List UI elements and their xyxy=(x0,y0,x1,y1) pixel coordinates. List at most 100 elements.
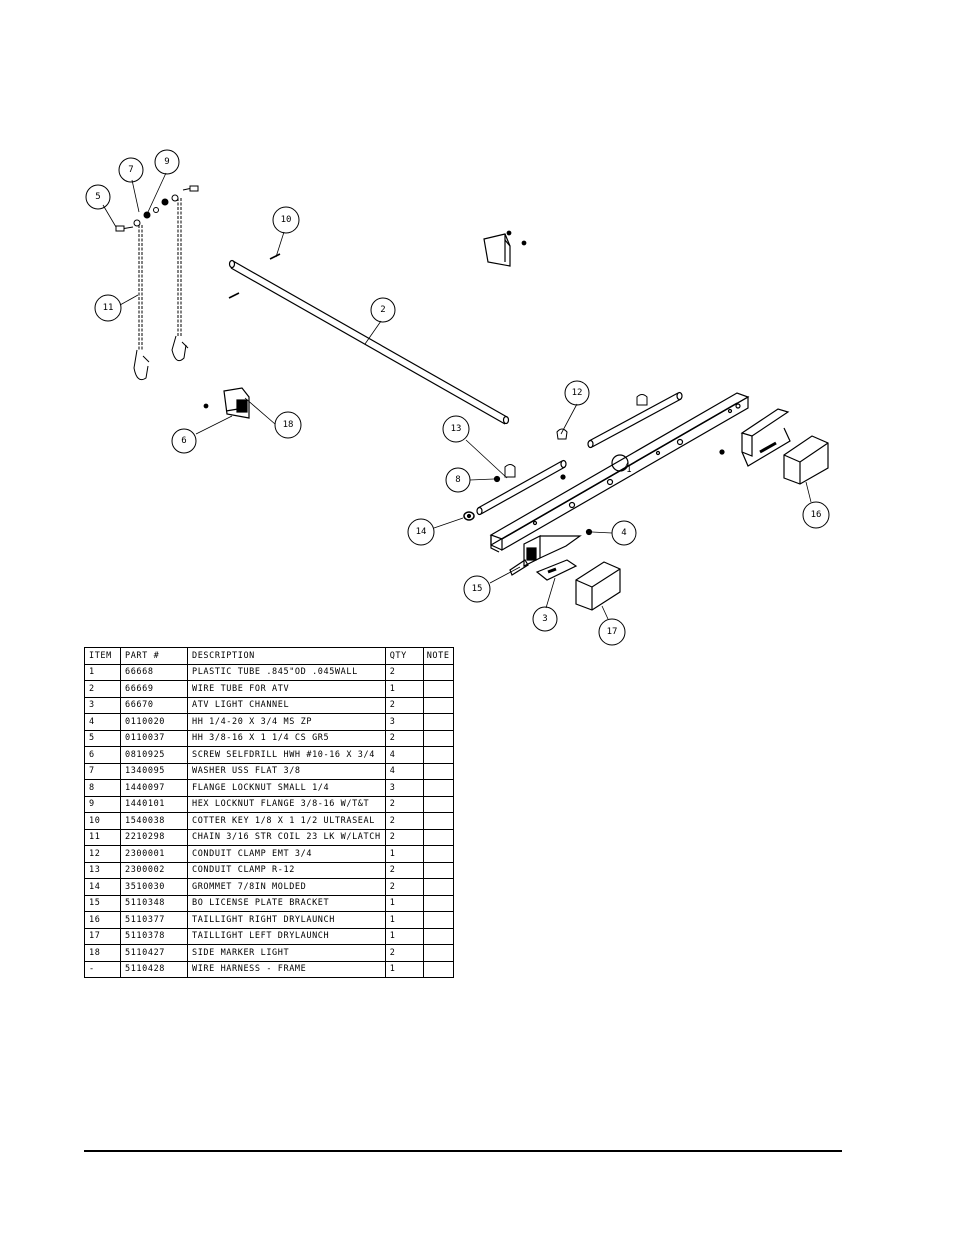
part-number-cell: 1340095 xyxy=(120,762,188,780)
part-number-cell: 5110348 xyxy=(120,894,188,912)
callout-balloons xyxy=(85,149,830,646)
part-number-cell: 66670 xyxy=(120,696,188,714)
description-cell: CONDUIT CLAMP EMT 3/4 xyxy=(187,845,386,863)
item-cell: 7 xyxy=(84,762,121,780)
side-marker-light-lower xyxy=(203,387,250,419)
balloon-7: 7 xyxy=(128,165,133,175)
qty-cell: 1 xyxy=(384,927,424,945)
item-cell: 6 xyxy=(84,746,121,764)
part-number-cell: 1440097 xyxy=(120,779,188,797)
item-cell: 8 xyxy=(84,779,121,797)
header-item: ITEM xyxy=(84,647,121,665)
qty-cell: 2 xyxy=(384,878,424,896)
qty-cell: 4 xyxy=(384,762,424,780)
part-number-cell: 3510030 xyxy=(120,878,188,896)
qty-cell: 2 xyxy=(384,663,424,681)
locknut xyxy=(493,475,501,483)
taillight-right xyxy=(783,435,829,485)
part-number-cell: 0110020 xyxy=(120,713,188,731)
qty-cell: 3 xyxy=(384,713,424,731)
plastic-tube-rear xyxy=(587,391,683,449)
qty-cell: 1 xyxy=(384,845,424,863)
balloon-3: 3 xyxy=(542,614,547,624)
description-cell: CONDUIT CLAMP R-12 xyxy=(187,861,386,879)
note-cell xyxy=(422,861,454,879)
item-cell: 17 xyxy=(84,927,121,945)
balloon-17: 17 xyxy=(607,627,618,637)
item-cell: 14 xyxy=(84,878,121,896)
qty-cell: 2 xyxy=(384,696,424,714)
part-number-cell: 1540038 xyxy=(120,812,188,830)
chain-left xyxy=(133,225,150,381)
note-cell xyxy=(422,911,454,929)
description-cell: BO LICENSE PLATE BRACKET xyxy=(187,894,386,912)
plastic-tube-front xyxy=(476,459,567,516)
qty-cell: 2 xyxy=(384,828,424,846)
balloon-8: 8 xyxy=(455,475,460,485)
note-cell xyxy=(422,960,454,978)
balloon-12: 12 xyxy=(572,388,583,398)
item-cell: 12 xyxy=(84,845,121,863)
qty-cell: 1 xyxy=(384,911,424,929)
balloon-5: 5 xyxy=(95,192,100,202)
balloon-15: 15 xyxy=(472,584,483,594)
note-cell xyxy=(422,762,454,780)
conduit-clamp-13 xyxy=(504,464,516,478)
qty-cell: 2 xyxy=(384,729,424,747)
item-cell: 3 xyxy=(84,696,121,714)
taillight-left xyxy=(575,561,621,611)
description-cell: PLASTIC TUBE .845"OD .045WALL xyxy=(187,663,386,681)
item-cell: 9 xyxy=(84,795,121,813)
balloon-labels: 1 2 3 4 5 6 7 8 9 10 11 12 13 14 15 16 1… xyxy=(95,157,821,637)
balloon-1: 1 xyxy=(626,465,631,475)
qty-cell: 1 xyxy=(384,894,424,912)
note-cell xyxy=(422,878,454,896)
note-cell xyxy=(422,779,454,797)
item-cell: 10 xyxy=(84,812,121,830)
note-cell xyxy=(422,944,454,962)
description-cell: ATV LIGHT CHANNEL xyxy=(187,696,386,714)
part-number-cell: 5110378 xyxy=(120,927,188,945)
taillight-bracket xyxy=(740,408,791,467)
note-cell xyxy=(422,746,454,764)
qty-cell: 2 xyxy=(384,795,424,813)
note-cell xyxy=(422,927,454,945)
description-cell: GROMMET 7/8IN MOLDED xyxy=(187,878,386,896)
atv-light-channel xyxy=(489,392,750,553)
item-cell: 18 xyxy=(84,944,121,962)
part-number-cell: 0110037 xyxy=(120,729,188,747)
grommet xyxy=(463,511,475,521)
item-cell: 16 xyxy=(84,911,121,929)
description-cell: WIRE HARNESS - FRAME xyxy=(187,960,386,978)
item-cell: 15 xyxy=(84,894,121,912)
description-cell: WASHER USS FLAT 3/8 xyxy=(187,762,386,780)
description-cell: TAILLIGHT RIGHT DRYLAUNCH xyxy=(187,911,386,929)
item-cell: 13 xyxy=(84,861,121,879)
qty-cell: 2 xyxy=(384,812,424,830)
description-cell: WIRE TUBE FOR ATV xyxy=(187,680,386,698)
note-cell xyxy=(422,812,454,830)
balloon-14: 14 xyxy=(416,527,427,537)
item-cell: 1 xyxy=(84,663,121,681)
balloon-4: 4 xyxy=(621,528,626,538)
description-cell: SIDE MARKER LIGHT xyxy=(187,944,386,962)
conduit-clamp-upper xyxy=(636,394,648,406)
license-plate-bracket xyxy=(509,535,582,581)
header-qty: QTY xyxy=(384,647,424,665)
description-cell: HH 1/4-20 X 3/4 MS ZP xyxy=(187,713,386,731)
